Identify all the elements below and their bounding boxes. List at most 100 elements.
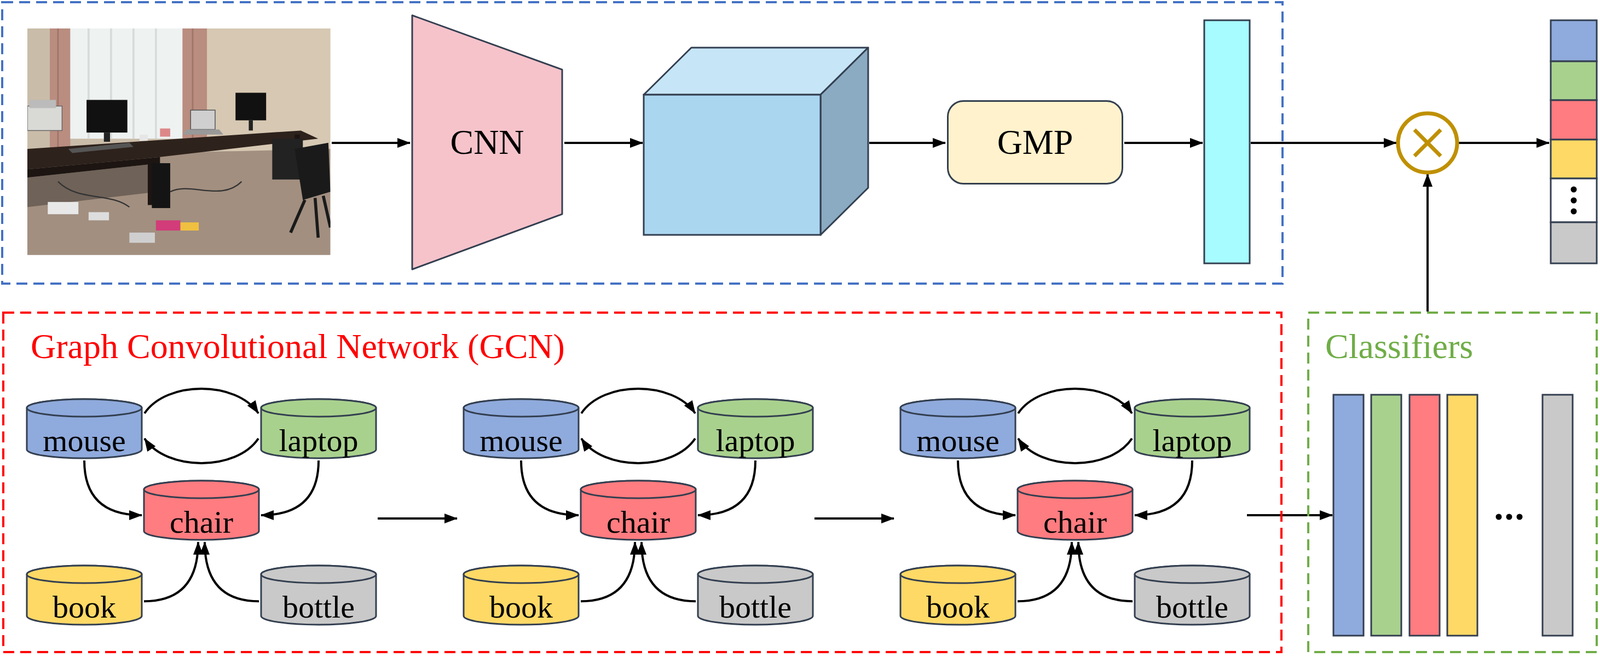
feature-vector (1204, 20, 1250, 264)
edge-arrow (144, 438, 259, 464)
classifier-bars-part (1516, 513, 1523, 521)
edge-arrow (1018, 388, 1132, 414)
cylinder-body (580, 480, 696, 540)
input-photo-part (27, 28, 331, 256)
node-label: mouse (916, 424, 999, 457)
cylinder-top (900, 565, 1016, 583)
label-node: laptop (1133, 397, 1251, 460)
node-label: bottle (719, 591, 792, 623)
output-vector-part (1550, 100, 1597, 140)
flow-arrow (564, 141, 643, 144)
pooling-box: GMP (946, 100, 1124, 185)
cylinder-top (697, 565, 813, 583)
input-photo-part (235, 92, 267, 120)
trapezoid-shape (412, 15, 563, 270)
multiply-symbol-part (1414, 129, 1441, 157)
input-photo-part (27, 157, 160, 178)
input-photo-part (68, 142, 134, 154)
edge-arrow (581, 388, 696, 414)
cylinder-body (697, 399, 813, 459)
input-photo-part (290, 195, 331, 238)
cylinder-top (900, 399, 1016, 417)
input-photo-part (180, 222, 200, 231)
classifier-bars-part (1495, 513, 1503, 521)
cylinder-body (261, 399, 377, 459)
panel-title: Classifiers (1325, 328, 1474, 365)
input-photo-part (66, 28, 187, 139)
label-node: chair (579, 479, 697, 541)
node-label: laptop (279, 424, 359, 457)
cylinder-body (463, 399, 579, 459)
output-vector-part (1570, 186, 1578, 193)
label-node: mouse (899, 397, 1017, 460)
classifier-bars (1333, 394, 1573, 636)
cylinder-top (261, 565, 377, 583)
input-photo-part (190, 110, 216, 130)
cylinder-top (463, 565, 579, 583)
label-node: bottle (1133, 564, 1251, 626)
label-node: chair (142, 479, 261, 541)
node-label: mouse (479, 424, 563, 457)
label-node: mouse (25, 397, 143, 460)
edge-arrow (957, 460, 1016, 516)
edge-arrow (144, 388, 259, 414)
feature-cube-part (643, 94, 821, 235)
input-photo-part (132, 28, 135, 139)
dashed-outline (3, 312, 1282, 652)
cylinder-top (261, 399, 377, 417)
input-photo-part (139, 134, 148, 141)
cylinder-body (697, 565, 813, 625)
node-label: chair (606, 506, 670, 539)
output-vector-part (1550, 20, 1597, 62)
output-vector-part (1570, 197, 1578, 204)
cylinder-top (143, 480, 259, 499)
input-photo-part (47, 201, 79, 215)
edge-arrow (1017, 541, 1072, 602)
classifier-bars-part (1542, 394, 1573, 636)
cylinder-body (463, 565, 579, 625)
multiply-symbol-part (1414, 129, 1441, 157)
output-vector (1550, 20, 1597, 264)
label-node: bottle (696, 564, 814, 626)
region-outline (2, 2, 1283, 284)
input-photo-part (156, 220, 181, 231)
feature-cube-part (820, 47, 869, 235)
flow-arrow (869, 141, 946, 144)
multiply-symbol-part (1398, 113, 1458, 173)
output-vector-part (1550, 139, 1597, 179)
input-photo-part (58, 181, 242, 208)
label-node: book (462, 564, 580, 626)
cylinder-body (900, 565, 1016, 625)
edge-arrow (84, 460, 142, 516)
cylinder-body (26, 399, 142, 459)
classifier-bars-part (1506, 513, 1513, 521)
cylinder-body (1134, 399, 1250, 459)
label-node: book (899, 564, 1017, 626)
edge-arrow (1246, 513, 1333, 517)
node-label: book (52, 591, 117, 623)
cylinder-body (1134, 565, 1250, 625)
cylinder-top (697, 399, 813, 417)
node-label: CNN (449, 124, 524, 160)
output-vector-part (1550, 178, 1597, 223)
cylinder-body (261, 565, 377, 625)
cnn-block: CNN (411, 14, 564, 271)
edge-arrow (1078, 541, 1133, 602)
input-photo (27, 28, 331, 256)
flow-arrow (1124, 141, 1203, 144)
feature-cube (643, 47, 869, 235)
node-label: book (926, 591, 990, 623)
layer-arrow (814, 517, 894, 520)
cylinder-top (1134, 565, 1250, 583)
edge-arrow (1018, 438, 1132, 464)
cylinder-body (1017, 480, 1133, 540)
label-node: laptop (260, 397, 378, 460)
node-label: chair (169, 506, 234, 539)
panel-title: Graph Convolutional Network (GCN) (30, 328, 565, 365)
input-photo-part (182, 129, 224, 135)
input-photo-part (27, 106, 62, 131)
gcn-panel: Graph Convolutional Network (GCN) mouse la… (2, 311, 1283, 654)
input-photo-part (154, 28, 158, 139)
